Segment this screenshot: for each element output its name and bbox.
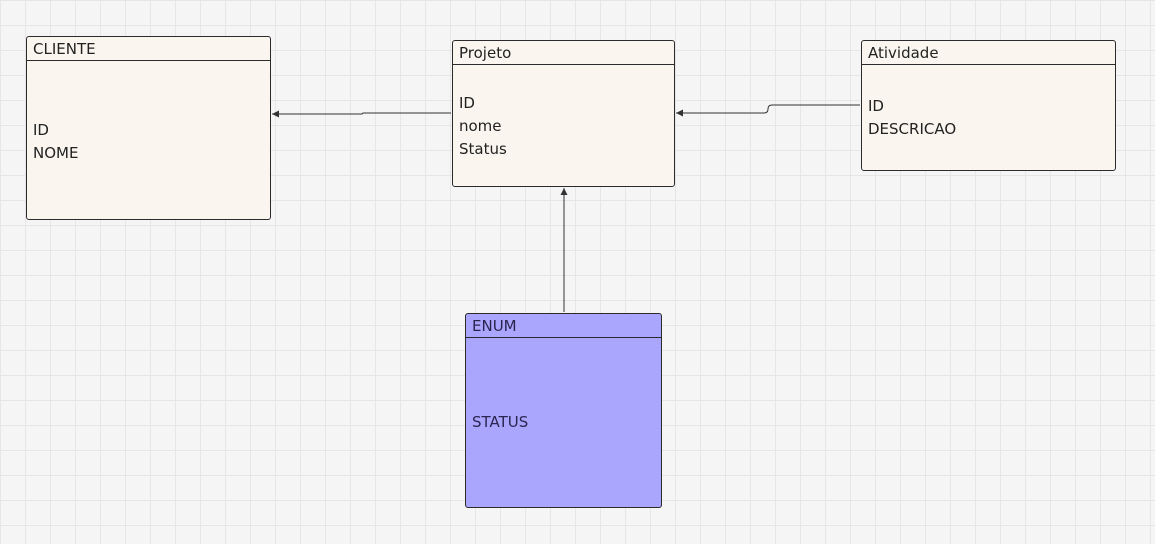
entity-fields: ID nome Status	[459, 92, 668, 161]
field-nome: nome	[459, 117, 502, 135]
field-nome: NOME	[33, 144, 79, 162]
entity-fields: ID NOME	[33, 119, 264, 165]
entity-fields: STATUS	[472, 411, 655, 434]
entity-title: Projeto	[453, 41, 674, 65]
entity-enum[interactable]: ENUM STATUS	[465, 313, 662, 508]
entity-atividade[interactable]: Atividade ID DESCRICAO	[861, 40, 1116, 171]
field-id: ID	[459, 94, 475, 112]
field-descricao: DESCRICAO	[868, 120, 957, 138]
field-id: ID	[868, 97, 884, 115]
entity-fields: ID DESCRICAO	[868, 95, 1109, 141]
field-status: Status	[459, 140, 507, 158]
connector-projeto-to-cliente[interactable]	[272, 110, 451, 118]
connector-atividade-to-projeto[interactable]	[676, 104, 860, 117]
entity-title: CLIENTE	[27, 37, 270, 61]
entity-title: Atividade	[862, 41, 1115, 65]
entity-title: ENUM	[466, 314, 661, 338]
entity-projeto[interactable]: Projeto ID nome Status	[452, 40, 675, 187]
field-status: STATUS	[472, 413, 529, 431]
entity-cliente[interactable]: CLIENTE ID NOME	[26, 36, 271, 220]
field-id: ID	[33, 121, 49, 139]
